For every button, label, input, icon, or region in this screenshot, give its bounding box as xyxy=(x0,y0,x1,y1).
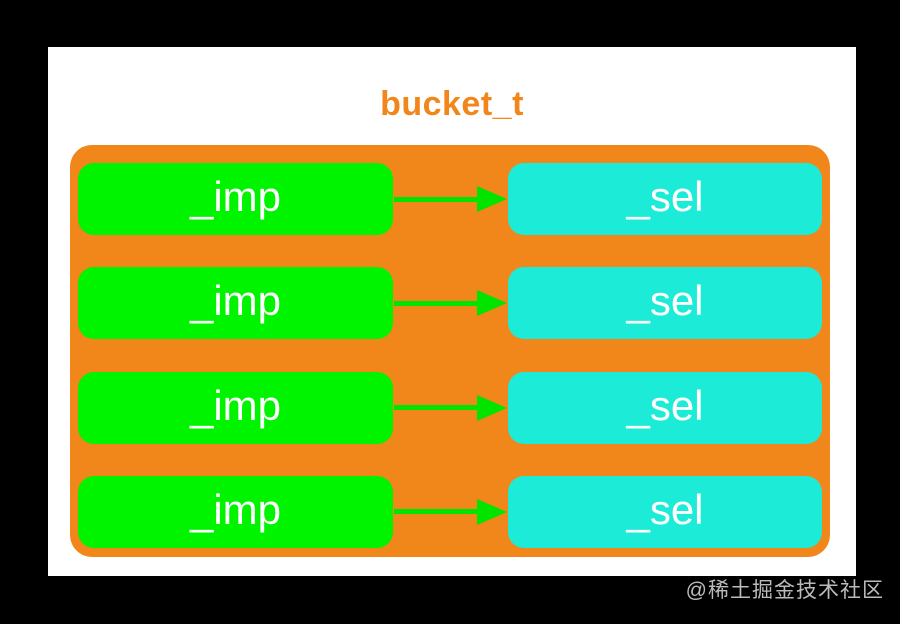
bucket-row: _imp _sel xyxy=(78,371,822,444)
diagram-title: bucket_t xyxy=(380,85,524,123)
imp-box: _imp xyxy=(78,371,393,444)
imp-box: _imp xyxy=(78,163,393,235)
watermark: @稀土掘金技术社区 xyxy=(685,579,884,602)
sel-box: _sel xyxy=(508,163,822,235)
arrow-line xyxy=(394,300,477,306)
arrow-line xyxy=(394,509,477,515)
arrow-head xyxy=(477,394,507,421)
arrow-right-icon xyxy=(393,290,508,317)
imp-box: _imp xyxy=(78,267,393,340)
sel-box: _sel xyxy=(508,475,822,548)
arrow-line xyxy=(394,405,477,411)
arrow-line xyxy=(394,196,477,202)
arrow-right-icon xyxy=(393,394,508,421)
bucket-row: _imp _sel xyxy=(78,163,822,235)
bucket-container: _imp _sel _imp _sel _imp _sel _imp xyxy=(70,145,830,557)
diagram-canvas: bucket_t _imp _sel _imp _sel _imp _s xyxy=(48,47,856,576)
arrow-head xyxy=(477,290,507,317)
imp-box: _imp xyxy=(78,475,393,548)
arrow-right-icon xyxy=(393,498,508,525)
arrow-head xyxy=(477,498,507,525)
arrow-right-icon xyxy=(393,186,508,212)
bucket-row: _imp _sel xyxy=(78,267,822,340)
sel-box: _sel xyxy=(508,267,822,340)
bucket-row: _imp _sel xyxy=(78,475,822,548)
sel-box: _sel xyxy=(508,371,822,444)
arrow-head xyxy=(477,186,507,212)
